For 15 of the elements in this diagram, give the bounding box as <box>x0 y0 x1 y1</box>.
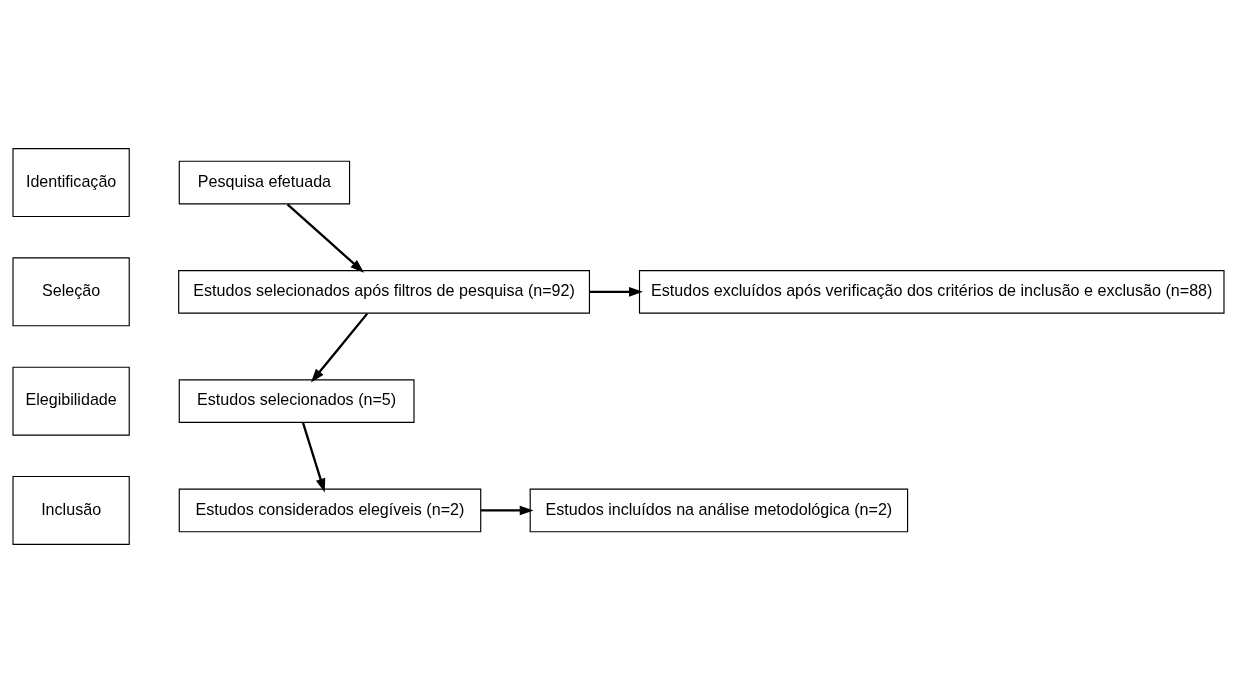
arrow <box>286 202 365 273</box>
node-box: Pesquisa efetuada <box>178 160 351 204</box>
node-box: Inclusão <box>12 475 130 545</box>
node-box: Estudos selecionados (n=5) <box>178 378 415 423</box>
node-box: Estudos incluídos na análise metodológica (n=2) <box>529 488 909 532</box>
node-box: Estudos selecionados após filtros de pesquisa (n=92) <box>178 269 591 314</box>
node-box: Seleção <box>12 256 130 326</box>
node-box: Estudos excluídos após verificação dos critérios de inclusão e exclusão (n=88) <box>638 269 1225 314</box>
node-box: Identificação <box>12 147 130 217</box>
arrow <box>480 505 534 515</box>
node-box: Estudos considerados elegíveis (n=2) <box>178 488 482 532</box>
arrow <box>590 286 643 297</box>
arrow <box>310 312 369 382</box>
arrow <box>301 422 326 492</box>
node-box: Elegibilidade <box>12 366 130 436</box>
